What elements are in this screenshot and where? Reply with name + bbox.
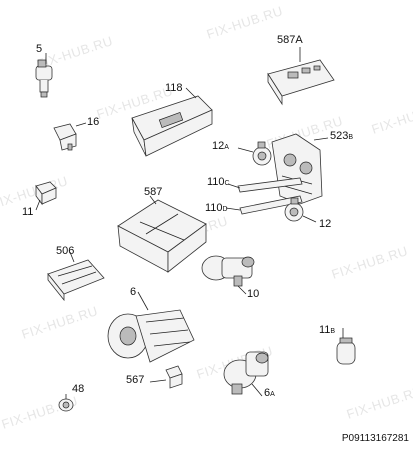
diagram-reference-code: P09113167281 (341, 433, 409, 444)
part-label-10: 10 (247, 288, 260, 300)
part-11b-drawing (336, 328, 356, 365)
part-label-523b: 523B (330, 130, 354, 142)
part-label-6: 6 (130, 286, 137, 298)
part-label-587: 587 (144, 186, 163, 198)
part-6a-drawing (223, 351, 269, 397)
part-label-12: 12 (319, 218, 332, 230)
part-110-drawing (225, 177, 303, 215)
part-16-drawing (53, 122, 87, 151)
part-label-587a: 587A (277, 34, 303, 46)
part-12-drawing (284, 197, 317, 223)
part-label-567: 567 (126, 374, 145, 386)
part-6-drawing (107, 291, 195, 363)
part-48-drawing (58, 394, 74, 412)
part-label-110c: 110C (207, 176, 230, 188)
part-587-drawing (117, 195, 207, 273)
part-label-5: 5 (36, 43, 43, 55)
part-506-drawing (47, 251, 105, 302)
part-567-drawing (149, 365, 183, 389)
part-523b-drawing (271, 133, 329, 205)
part-118-drawing (131, 87, 213, 157)
part-label-506: 506 (56, 245, 75, 257)
part-label-48: 48 (72, 383, 85, 395)
part-label-118: 118 (165, 82, 183, 94)
part-587a-drawing (267, 47, 335, 106)
part-label-16: 16 (87, 116, 100, 128)
part-10-drawing (201, 255, 255, 295)
part-label-11: 11 (22, 206, 34, 218)
part-label-11b: 11B (319, 324, 336, 336)
part-label-6a: 6A (264, 387, 275, 399)
part-12a-drawing (237, 141, 272, 166)
part-5-drawing (35, 53, 53, 98)
part-11-drawing (35, 181, 57, 211)
part-label-110d: 110D (205, 202, 228, 214)
part-label-12a: 12A (212, 140, 229, 152)
